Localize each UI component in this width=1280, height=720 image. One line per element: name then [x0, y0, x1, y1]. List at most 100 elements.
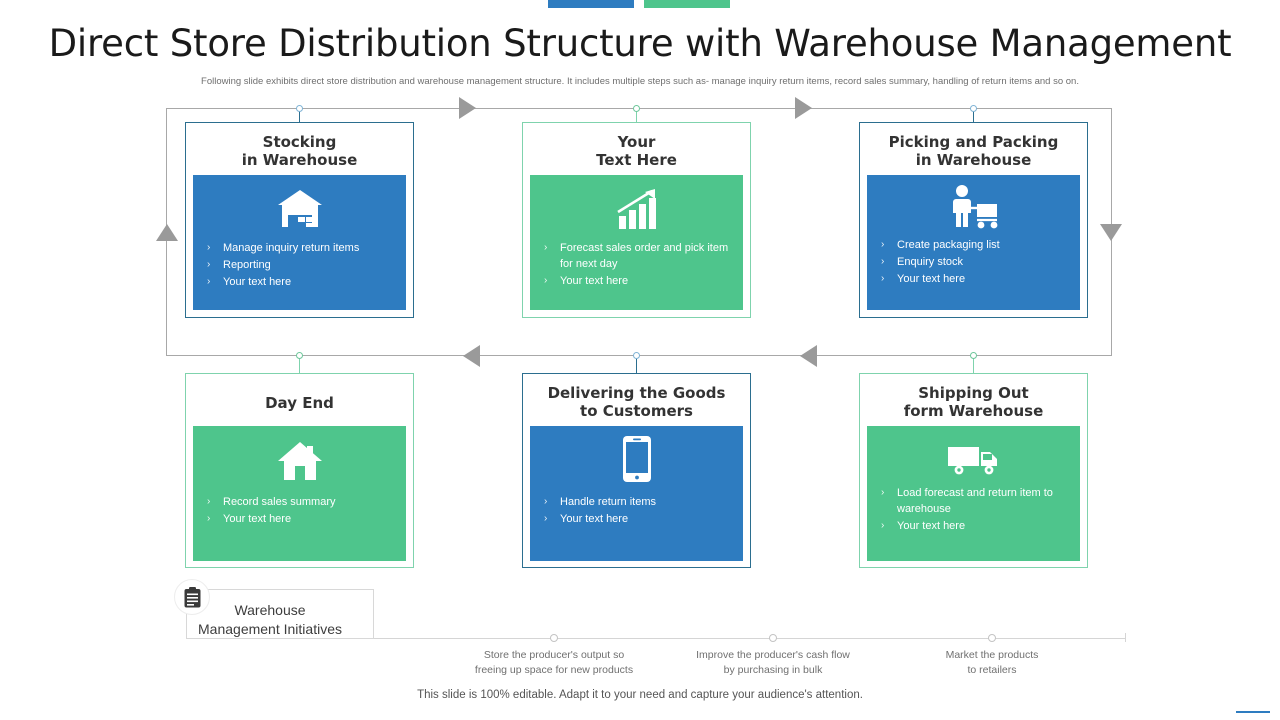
- bullet-marker-icon: ›: [881, 255, 885, 267]
- bullet-text: Your text here: [560, 274, 629, 287]
- clipboard-icon: [184, 586, 200, 607]
- card-title: Stocking in Warehouse: [186, 123, 413, 170]
- card-title-line2: in Warehouse: [241, 151, 358, 170]
- card-body: › Manage inquiry return items › Reportin…: [193, 175, 406, 310]
- bullet-marker-icon: ›: [207, 258, 211, 270]
- growth-bar-chart-icon: [616, 189, 656, 229]
- card-title: Shipping Out form Warehouse: [860, 374, 1087, 421]
- callout-label-line1: Warehouse: [234, 602, 306, 618]
- timeline-label-line1: Market the products: [945, 649, 1039, 661]
- card-bullets: › Handle return items › Your text here: [530, 483, 743, 528]
- page-title: Direct Store Distribution Structure with…: [48, 22, 1232, 65]
- connector-dot-card-5: [633, 352, 640, 359]
- connector-dot-card-2: [633, 105, 640, 112]
- card-bullets: › Manage inquiry return items › Reportin…: [193, 230, 406, 291]
- card-stocking-in-warehouse[interactable]: Stocking in Warehouse › Manage inquiry r…: [185, 122, 414, 318]
- bullet-item: › Handle return items: [544, 495, 743, 511]
- card-title-line2: form Warehouse: [903, 402, 1044, 421]
- bullet-marker-icon: ›: [544, 496, 548, 507]
- card-title: Day End: [186, 374, 413, 412]
- bullet-marker-icon: ›: [881, 272, 885, 284]
- bullet-text: Handle return items: [560, 496, 656, 508]
- timeline-dot-2: [769, 634, 777, 642]
- bullet-text: Reporting: [223, 258, 271, 271]
- card-your-text-here[interactable]: Your Text Here › Forecast sales order an…: [522, 122, 751, 318]
- bullet-item: › Your text here: [881, 272, 1080, 288]
- timeline-label-2: Improve the producer's cash flow by purc…: [653, 648, 893, 678]
- smartphone-icon: [622, 436, 651, 482]
- timeline-axis: [374, 638, 1126, 639]
- timeline-label-line2: freeing up space for new products: [474, 663, 634, 676]
- accent-bar-green: [644, 0, 730, 8]
- card-body: › Forecast sales order and pick item for…: [530, 175, 743, 310]
- bullet-marker-icon: ›: [207, 275, 211, 287]
- card-title-line1: Picking and Packing: [888, 133, 1059, 151]
- card-body: › Create packaging list › Enquiry stock …: [867, 175, 1080, 310]
- flow-arrow-left-2: [800, 345, 817, 367]
- bullet-item: › Load forecast and return item to wareh…: [881, 486, 1080, 518]
- bullet-marker-icon: ›: [544, 242, 548, 253]
- flow-arrow-right-2: [795, 97, 812, 119]
- flow-arrow-right-1: [459, 97, 476, 119]
- connector-dot-card-4: [296, 352, 303, 359]
- bullet-text: Load forecast and return item to warehou…: [897, 487, 1053, 515]
- timeline-dot-3: [988, 634, 996, 642]
- card-icon-slot: [867, 426, 1080, 476]
- warehouse-icon: [277, 190, 322, 227]
- card-title: Delivering the Goods to Customers: [523, 374, 750, 421]
- bullet-item: › Manage inquiry return items: [207, 241, 406, 257]
- card-day-end[interactable]: Day End › Record sales summary › Your te…: [185, 373, 414, 568]
- card-title-line1: Stocking: [262, 133, 337, 151]
- timeline-label-line2: by purchasing in bulk: [723, 663, 823, 676]
- bullet-text: Your text here: [223, 275, 292, 288]
- clipboard-icon-badge: [174, 579, 210, 615]
- bullet-marker-icon: ›: [881, 487, 885, 498]
- card-picking-and-packing-in-warehouse[interactable]: Picking and Packing in Warehouse › Crea: [859, 122, 1088, 318]
- timeline-dot-1: [550, 634, 558, 642]
- bullet-item: › Your text here: [544, 512, 743, 528]
- bullet-text: Manage inquiry return items: [223, 242, 360, 254]
- connector-dot-card-1: [296, 105, 303, 112]
- worker-pushing-cart-icon: [952, 185, 997, 229]
- bullet-marker-icon: ›: [544, 274, 548, 286]
- card-shipping-out-form-warehouse[interactable]: Shipping Out form Warehouse › Load fore: [859, 373, 1088, 568]
- card-icon-slot: [193, 426, 406, 482]
- bullet-text: Create packaging list: [897, 239, 1000, 251]
- connector-stem-card-1: [299, 108, 300, 122]
- bullet-marker-icon: ›: [881, 239, 885, 250]
- card-delivering-the-goods-to-customers[interactable]: Delivering the Goods to Customers › Hand…: [522, 373, 751, 568]
- connector-stem-card-6: [973, 355, 974, 373]
- card-icon-slot: [867, 175, 1080, 230]
- card-title-line2: in Warehouse: [915, 151, 1032, 170]
- card-body: › Handle return items › Your text here: [530, 426, 743, 561]
- flow-arrow-down: [1100, 224, 1122, 241]
- bullet-item: › Your text here: [207, 512, 406, 528]
- flow-arrow-up: [156, 224, 178, 241]
- timeline-label-3: Market the products to retailers: [872, 648, 1112, 678]
- accent-bars: [548, 0, 730, 8]
- bullet-text: Your text here: [897, 272, 966, 285]
- timeline-label-line1: Improve the producer's cash flow: [696, 649, 850, 661]
- connector-stem-card-5: [636, 355, 637, 373]
- timeline-label-1: Store the producer's output so freeing u…: [434, 648, 674, 678]
- card-title: Your Text Here: [523, 123, 750, 170]
- timeline-label-line1: Store the producer's output so: [483, 649, 625, 661]
- connector-stem-card-3: [973, 108, 974, 122]
- card-icon-slot: [193, 175, 406, 230]
- bullet-marker-icon: ›: [544, 512, 548, 524]
- timeline-end-tick: [1125, 633, 1126, 642]
- bullet-text: Enquiry stock: [897, 255, 964, 268]
- bullet-item: › Your text here: [544, 274, 743, 290]
- delivery-truck-icon: [947, 447, 997, 475]
- card-bullets: › Create packaging list › Enquiry stock …: [867, 230, 1080, 288]
- connector-stem-card-4: [299, 355, 300, 373]
- flow-arrow-left-1: [463, 345, 480, 367]
- connector-dot-card-6: [970, 352, 977, 359]
- house-icon: [277, 442, 322, 480]
- bullet-text: Your text here: [897, 519, 966, 532]
- bullet-marker-icon: ›: [207, 242, 211, 253]
- bullet-item: › Your text here: [881, 519, 1080, 535]
- bullet-item: › Record sales summary: [207, 495, 406, 511]
- card-title: Picking and Packing in Warehouse: [860, 123, 1087, 170]
